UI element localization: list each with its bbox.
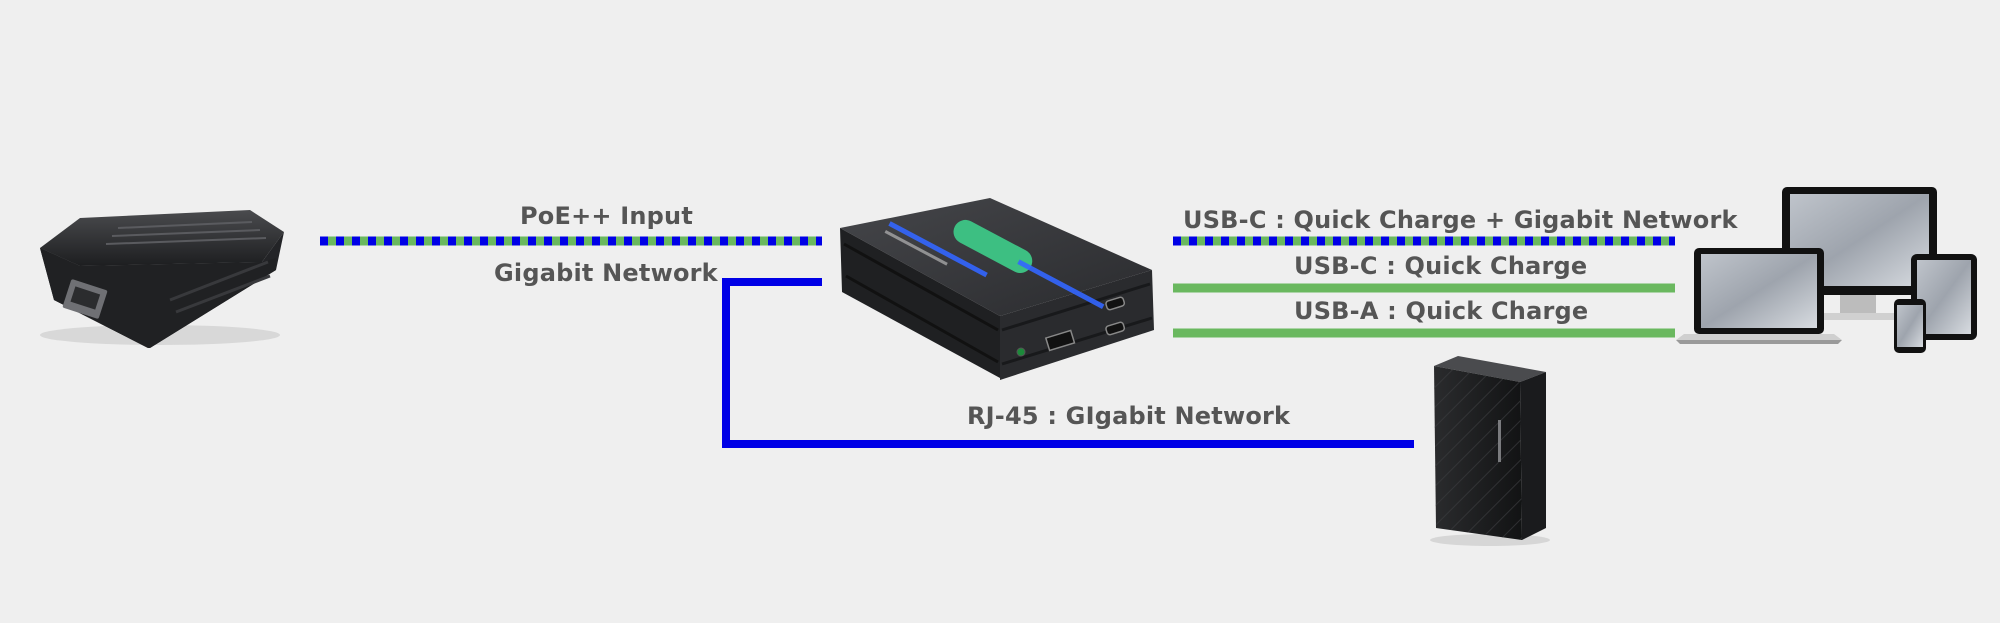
usbc-qc-label: USB-C : Quick Charge: [1294, 252, 1588, 280]
usba-qc-label: USB-A : Quick Charge: [1294, 297, 1589, 325]
poe-input-label: PoE++ Input: [520, 202, 694, 230]
gigabit-network-line: [722, 278, 1414, 448]
gigabit-network-label: Gigabit Network: [494, 259, 718, 287]
tower-pc-icon: [1430, 356, 1550, 546]
usbc-qc-network-label: USB-C : Quick Charge + Gigabit Network: [1183, 206, 1738, 234]
laptop-desktop-tablet-phone-icon: [1676, 187, 1977, 353]
docking-station-icon: [840, 198, 1154, 380]
rj45-network-label: RJ-45 : GIgabit Network: [967, 402, 1291, 430]
poe-injector-icon: [40, 210, 284, 348]
